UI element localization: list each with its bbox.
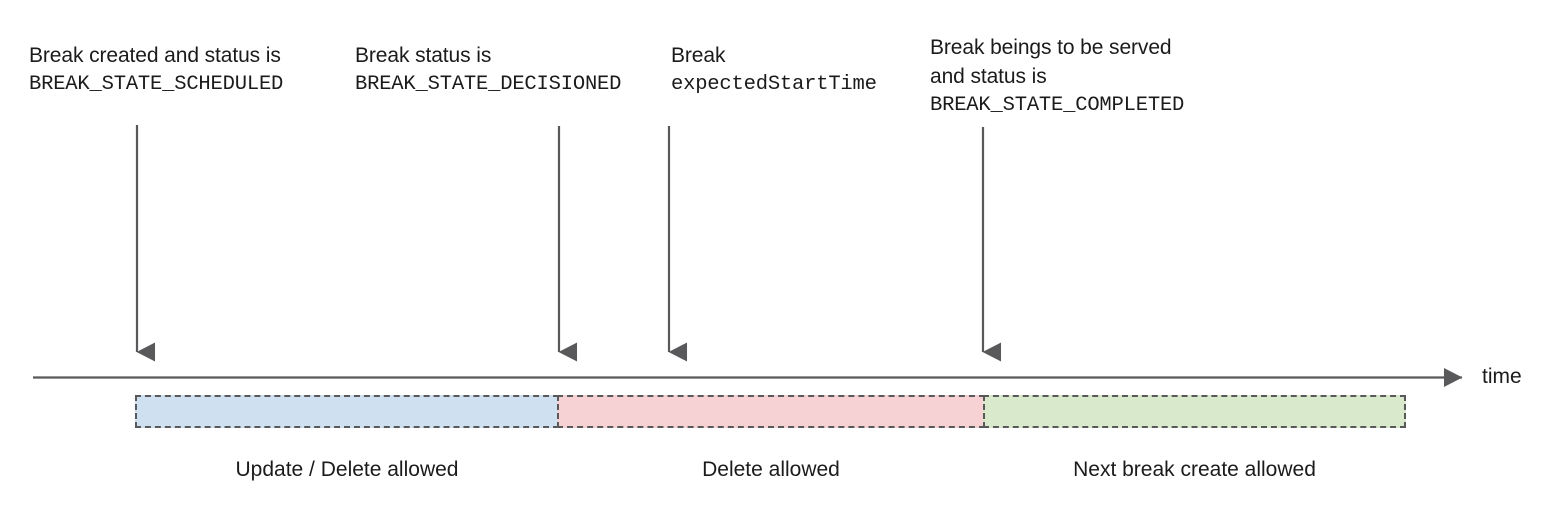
annotation-line-3: BREAK_STATE_COMPLETED bbox=[930, 94, 1185, 117]
segment-delete-allowed bbox=[557, 395, 985, 428]
annotation-line-2: expectedStartTime bbox=[671, 73, 877, 96]
annotation-break-completed: Break beings to be served and status is … bbox=[930, 33, 1230, 120]
annotation-break-decisioned: Break status is BREAK_STATE_DECISIONED bbox=[355, 41, 655, 99]
segment-update-delete-allowed bbox=[135, 395, 559, 428]
annotation-line-1: Break beings to be served bbox=[930, 36, 1172, 59]
segment-caption-update-delete-allowed: Update / Delete allowed bbox=[235, 458, 459, 481]
annotation-line-1: Break created and status is bbox=[29, 44, 281, 67]
annotation-line-2: BREAK_STATE_DECISIONED bbox=[355, 73, 622, 96]
annotation-break-created-scheduled: Break created and status is BREAK_STATE_… bbox=[29, 41, 359, 99]
annotation-line-2: BREAK_STATE_SCHEDULED bbox=[29, 73, 284, 96]
segment-next-break-create-allowed bbox=[983, 395, 1406, 428]
annotation-break-expected-start-time: Break expectedStartTime bbox=[671, 41, 921, 99]
annotation-line-2: and status is bbox=[930, 65, 1047, 88]
segment-caption-next-break-create-allowed: Next break create allowed bbox=[1073, 458, 1316, 481]
segment-caption-delete-allowed: Delete allowed bbox=[702, 458, 840, 481]
time-axis-label: time bbox=[1482, 365, 1522, 388]
annotation-line-1: Break status is bbox=[355, 44, 492, 67]
annotation-line-1: Break bbox=[671, 44, 726, 67]
